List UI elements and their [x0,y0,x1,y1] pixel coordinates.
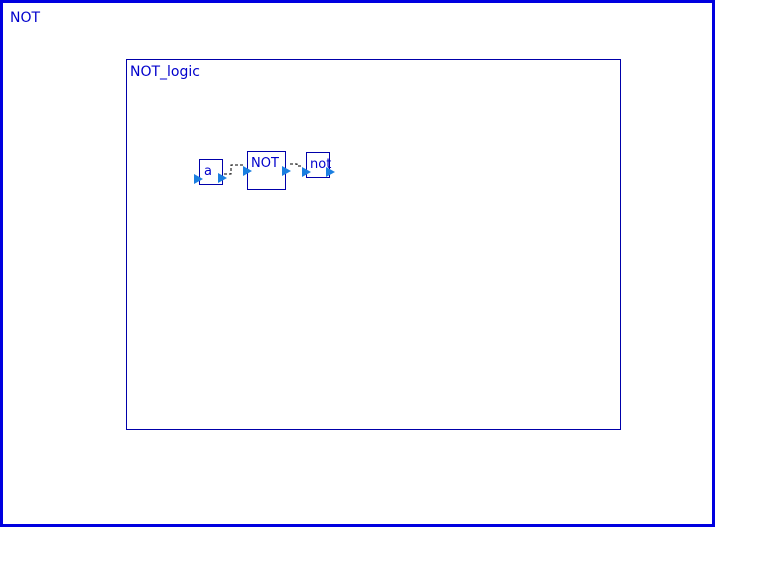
not-gate-input-port-icon[interactable] [243,166,252,176]
inner-block-title: NOT_logic [130,64,200,80]
output-block-not-label: not [310,157,332,172]
inner-block-not-logic[interactable]: NOT_logic a NOT not [126,59,621,430]
output-block-output-port-icon[interactable] [326,167,335,177]
not-gate-label: NOT [251,156,279,171]
output-block-input-port-icon[interactable] [302,167,311,177]
wire-not-to-output [290,163,303,167]
output-port-a-out-icon[interactable] [218,173,227,183]
wire-a-to-not [224,164,243,175]
outer-block-title: NOT [10,10,41,26]
outer-block-not[interactable]: NOT NOT_logic a NOT not [0,0,715,527]
input-block-a-label: a [204,164,212,179]
input-port-a-in-icon[interactable] [194,174,203,184]
wires-layer [224,163,303,175]
not-gate-block[interactable]: NOT [247,151,286,190]
not-gate-output-port-icon[interactable] [282,166,291,176]
